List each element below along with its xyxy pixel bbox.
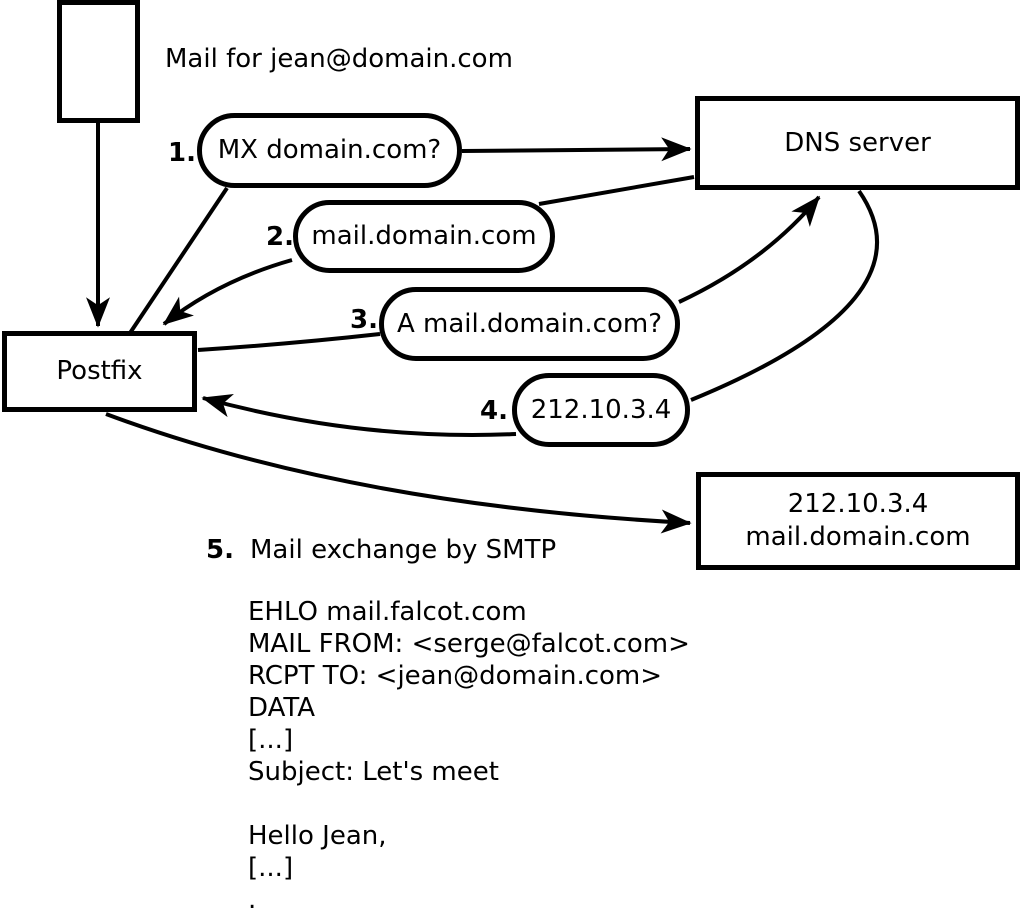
mail-note-label: Mail for jean@domain.com [165, 44, 513, 74]
mailserver-ip-label: 212.10.3.4 [787, 489, 929, 519]
mail-envelope-node [57, 0, 140, 123]
query-mx-pill: MX domain.com? [197, 113, 462, 188]
arrow-reply-mx-to-postfix [162, 258, 293, 326]
reply-a-pill: 212.10.3.4 [512, 373, 690, 447]
reply-mx-pill: mail.domain.com [293, 200, 555, 273]
step-4-number: 4. [480, 396, 508, 426]
line-dns-to-reply-a [690, 189, 879, 402]
line-postfix-to-query-mx [128, 186, 229, 335]
line-dns-to-reply-mx [538, 175, 695, 206]
line-postfix-to-query-a [197, 332, 381, 352]
mailserver-hostname-label: mail.domain.com [745, 522, 971, 552]
smtp-session-text: EHLO mail.falcot.com MAIL FROM: <serge@f… [248, 597, 690, 915]
arrow-query-mx-to-dns [461, 137, 692, 162]
arrow-postfix-to-mailserver [105, 412, 692, 534]
mailserver-node: 212.10.3.4 mail.domain.com [696, 472, 1020, 570]
postfix-node: Postfix [2, 331, 197, 412]
dns-server-node: DNS server [695, 96, 1020, 190]
step-5-label: Mail exchange by SMTP [250, 535, 557, 565]
step-2-number: 2. [266, 222, 294, 252]
arrow-query-a-to-dns [678, 195, 821, 304]
step-3-number: 3. [350, 305, 378, 335]
query-a-pill: A mail.domain.com? [379, 287, 680, 361]
step-1-number: 1. [168, 138, 196, 168]
step-5-number: 5. [206, 535, 234, 565]
arrow-reply-a-to-postfix [201, 394, 517, 437]
